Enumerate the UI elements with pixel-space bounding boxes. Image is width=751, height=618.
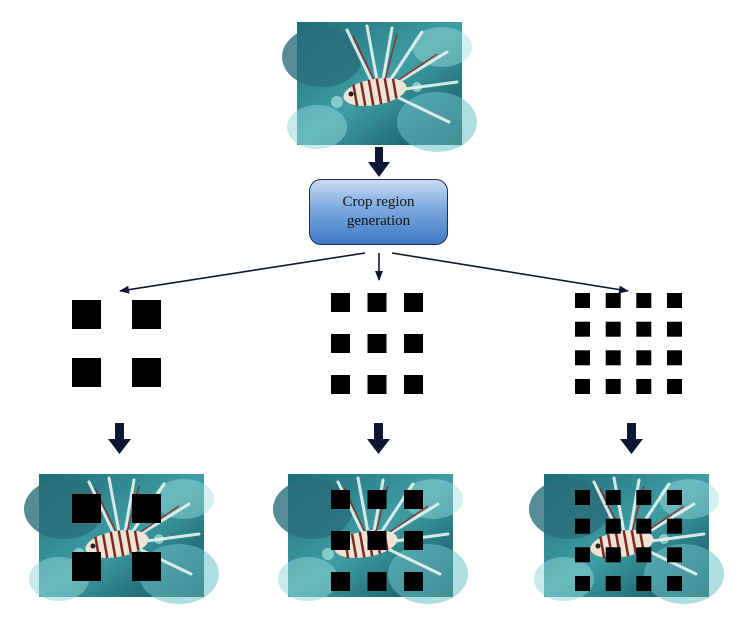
mask-square xyxy=(331,531,350,550)
mask-square xyxy=(575,321,590,337)
mask-square xyxy=(72,552,101,581)
down-arrow-center xyxy=(367,423,390,454)
down-arrow-top xyxy=(368,147,390,177)
applied-mask-4x4 xyxy=(575,490,682,591)
mask-square xyxy=(605,379,621,394)
applied-mask-2x2 xyxy=(72,494,161,581)
mask-square xyxy=(605,547,621,563)
mask-square xyxy=(132,358,161,387)
mask-grid-4x4 xyxy=(575,293,682,394)
source-photo xyxy=(280,20,479,154)
mask-square xyxy=(667,293,682,308)
mask-square xyxy=(72,300,101,329)
mask-square xyxy=(667,490,682,505)
split-arrow-right xyxy=(391,252,629,294)
mask-square xyxy=(575,293,590,308)
mask-square xyxy=(404,572,423,591)
mask-square xyxy=(605,518,621,534)
mask-square xyxy=(367,572,387,591)
output-masks xyxy=(72,490,682,591)
mask-square xyxy=(667,576,682,591)
mask-square xyxy=(636,518,652,534)
mask-square xyxy=(404,531,423,550)
mask-square xyxy=(667,350,682,366)
mask-grids xyxy=(72,293,682,394)
mask-square xyxy=(72,494,101,523)
mask-square xyxy=(636,350,652,366)
down-arrow-left xyxy=(108,423,131,454)
mask-square xyxy=(605,350,621,366)
mask-square xyxy=(367,531,387,550)
mask-grid-3x3 xyxy=(331,293,423,394)
mask-square xyxy=(331,490,350,509)
mask-square xyxy=(404,490,423,509)
mask-square xyxy=(605,321,621,337)
mask-square xyxy=(367,490,387,509)
mask-square xyxy=(132,300,161,329)
split-arrow-left xyxy=(119,252,366,294)
down-arrow-right xyxy=(620,423,643,454)
mask-square xyxy=(636,490,652,505)
mask-square xyxy=(667,379,682,394)
mask-square xyxy=(404,334,423,353)
mask-square xyxy=(132,494,161,523)
mask-square xyxy=(575,379,590,394)
mask-square xyxy=(667,518,682,534)
mask-square xyxy=(636,547,652,563)
mask-square xyxy=(667,321,682,337)
split-arrows xyxy=(119,252,629,294)
applied-mask-3x3 xyxy=(331,490,423,591)
mask-square xyxy=(575,576,590,591)
output-photo-4x4 xyxy=(527,472,726,606)
mask-square xyxy=(636,293,652,308)
mask-square xyxy=(331,375,350,394)
mask-square xyxy=(367,375,387,394)
mask-square xyxy=(331,572,350,591)
mask-square xyxy=(367,293,387,312)
mask-square xyxy=(575,518,590,534)
output-photo-2x2 xyxy=(22,472,221,606)
output-arrows xyxy=(108,423,643,454)
mask-square xyxy=(331,293,350,312)
mask-square xyxy=(636,576,652,591)
mask-square xyxy=(404,375,423,394)
crop-region-generation-box: Crop region generation xyxy=(309,179,448,245)
crop-region-generation-label: Crop region generation xyxy=(342,194,415,229)
mask-square xyxy=(72,358,101,387)
mask-square xyxy=(331,334,350,353)
mask-square xyxy=(404,293,423,312)
mask-square xyxy=(575,547,590,563)
mask-square xyxy=(605,576,621,591)
mask-square xyxy=(575,350,590,366)
mask-square xyxy=(575,490,590,505)
mask-square xyxy=(605,490,621,505)
mask-grid-2x2 xyxy=(72,300,161,387)
mask-square xyxy=(132,552,161,581)
mask-square xyxy=(605,293,621,308)
mask-square xyxy=(367,334,387,353)
mask-square xyxy=(667,547,682,563)
mask-square xyxy=(636,321,652,337)
mask-square xyxy=(636,379,652,394)
